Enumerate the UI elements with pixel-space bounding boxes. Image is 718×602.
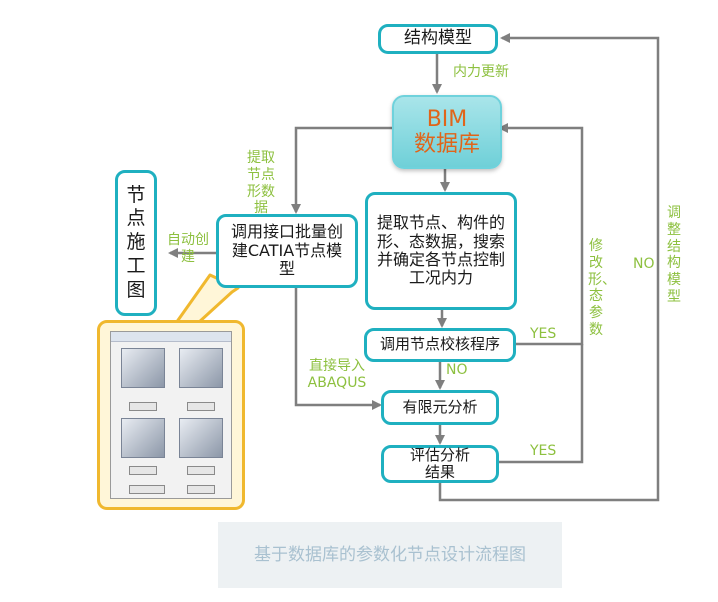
evaluate-box[interactable]: 评估分析结果: [381, 445, 499, 483]
label-yes-check: YES: [530, 326, 557, 342]
structure-model-box[interactable]: 结构模型: [378, 24, 498, 54]
arrow-eval-no-to-structure: [438, 33, 660, 502]
thumb-button-4: [187, 466, 215, 475]
label-adjust-model: 调整结构模型: [667, 205, 681, 305]
arrow-eval-yes-to-bim: [498, 344, 584, 464]
database-label: 数据库: [413, 132, 480, 157]
node-preview-1: [121, 348, 165, 388]
bim-label: BIM: [426, 106, 468, 132]
node-preview-4: [179, 418, 223, 458]
bim-database-box[interactable]: BIM 数据库: [392, 95, 502, 169]
label-no-eval: NO: [633, 256, 655, 272]
label-no-check: NO: [446, 362, 468, 378]
catia-screenshot-callout: [97, 320, 245, 510]
arrow-check-yes-to-bim: [498, 123, 584, 346]
label-modify-shape: 修改形、态参数: [588, 238, 616, 338]
extract-data-box[interactable]: 提取节点、构件的形、态数据，搜索并确定各节点控制工况内力: [365, 192, 517, 310]
node-preview-2: [179, 348, 223, 388]
label-internal-force-update: 内力更新: [453, 64, 509, 80]
catia-dialog-thumbnail: [110, 331, 232, 499]
batch-create-box[interactable]: 调用接口批量创建CATIA节点模型: [216, 214, 358, 288]
thumb-button-5: [129, 485, 165, 494]
arrow-bim-to-create: [291, 126, 392, 214]
label-extract-node-data: 提取节点形数据: [247, 150, 275, 217]
label-yes-eval: YES: [530, 443, 557, 459]
label-auto-create: 自动创建: [167, 232, 209, 265]
construction-drawing-box[interactable]: 节点施工图: [115, 170, 157, 316]
arrow-create-to-fea: [294, 286, 382, 410]
thumb-button-1: [129, 402, 157, 411]
diagram-caption: 基于数据库的参数化节点设计流程图: [218, 522, 562, 588]
thumb-button-6: [187, 485, 215, 494]
fea-box[interactable]: 有限元分析: [381, 390, 499, 425]
thumb-button-2: [187, 402, 215, 411]
dialog-title-bar: [111, 332, 231, 342]
thumb-button-3: [129, 466, 157, 475]
call-check-box[interactable]: 调用节点校核程序: [364, 328, 516, 362]
label-direct-import: 直接导入ABAQUS: [307, 358, 367, 391]
node-preview-3: [121, 418, 165, 458]
